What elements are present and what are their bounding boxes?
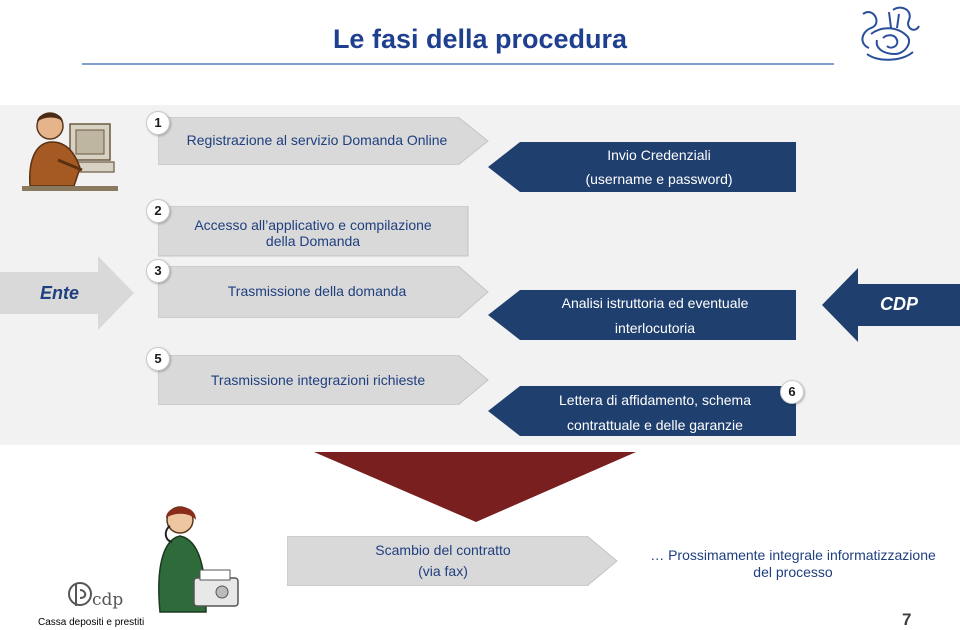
cdp-step-letter-line2: contrattuale e delle garanzie bbox=[567, 417, 743, 433]
cdp-step-credentials-line1: Invio Credenziali bbox=[607, 147, 711, 163]
step-2-label-line1: Accesso all’applicativo e compilazione bbox=[194, 217, 432, 233]
exchange-arrow-shape bbox=[287, 536, 618, 586]
page-title: Le fasi della procedura bbox=[332, 24, 628, 54]
step-2-box-shape bbox=[158, 206, 469, 257]
cdp-step-analysis-line1: Analisi istruttoria ed eventuale bbox=[561, 295, 749, 311]
cdp-step-letter-arrow bbox=[488, 386, 796, 436]
step-3-number: 3 bbox=[146, 259, 170, 283]
company-name: Cassa depositi e prestiti bbox=[38, 617, 145, 628]
ente-arrow-shape bbox=[0, 256, 134, 330]
person-at-computer-icon bbox=[22, 112, 118, 191]
exchange-label-line1: Scambio del contratto bbox=[375, 542, 511, 558]
page-number: 7 bbox=[902, 610, 912, 629]
step-3-label: Trasmissione della domanda bbox=[227, 283, 407, 299]
cdp-logo-text: cdp bbox=[92, 590, 124, 610]
step-5-label: Trasmissione integrazioni richieste bbox=[210, 372, 426, 388]
ente-label: Ente bbox=[40, 283, 80, 303]
cdp-logo-icon bbox=[68, 582, 92, 606]
step-2-number: 2 bbox=[146, 199, 170, 223]
cdp-arrow-shape bbox=[822, 268, 960, 342]
down-arrow-shape bbox=[314, 452, 636, 522]
future-note-line2: del processo bbox=[753, 564, 833, 580]
cdp-step-credentials-line2: (username e password) bbox=[585, 171, 733, 187]
title-divider bbox=[82, 63, 834, 65]
step-5-number: 5 bbox=[146, 347, 170, 371]
cdp-step-credentials-arrow bbox=[488, 142, 796, 192]
cdp-label: CDP bbox=[880, 294, 919, 314]
step-1-arrow-shape bbox=[158, 117, 489, 165]
step-3-arrow-shape bbox=[158, 266, 489, 318]
step-5-arrow-shape bbox=[158, 355, 489, 405]
cdp-step-analysis-arrow bbox=[488, 290, 796, 340]
cdp-step-letter-line1: Lettera di affidamento, schema bbox=[559, 392, 751, 408]
cdp-step-analysis-line2: interlocutoria bbox=[614, 320, 696, 336]
person-with-fax-icon bbox=[158, 506, 239, 613]
step-1-number: 1 bbox=[146, 111, 170, 135]
step-1-label: Registrazione al servizio Domanda Online bbox=[186, 132, 448, 148]
step-6-number: 6 bbox=[780, 380, 804, 404]
exchange-label-line2: (via fax) bbox=[418, 563, 468, 579]
future-note-line1: … Prossimamente integrale informatizzazi… bbox=[650, 547, 936, 563]
crest-logo-icon bbox=[861, 6, 920, 61]
step-2-label-line2: della Domanda bbox=[265, 233, 361, 249]
